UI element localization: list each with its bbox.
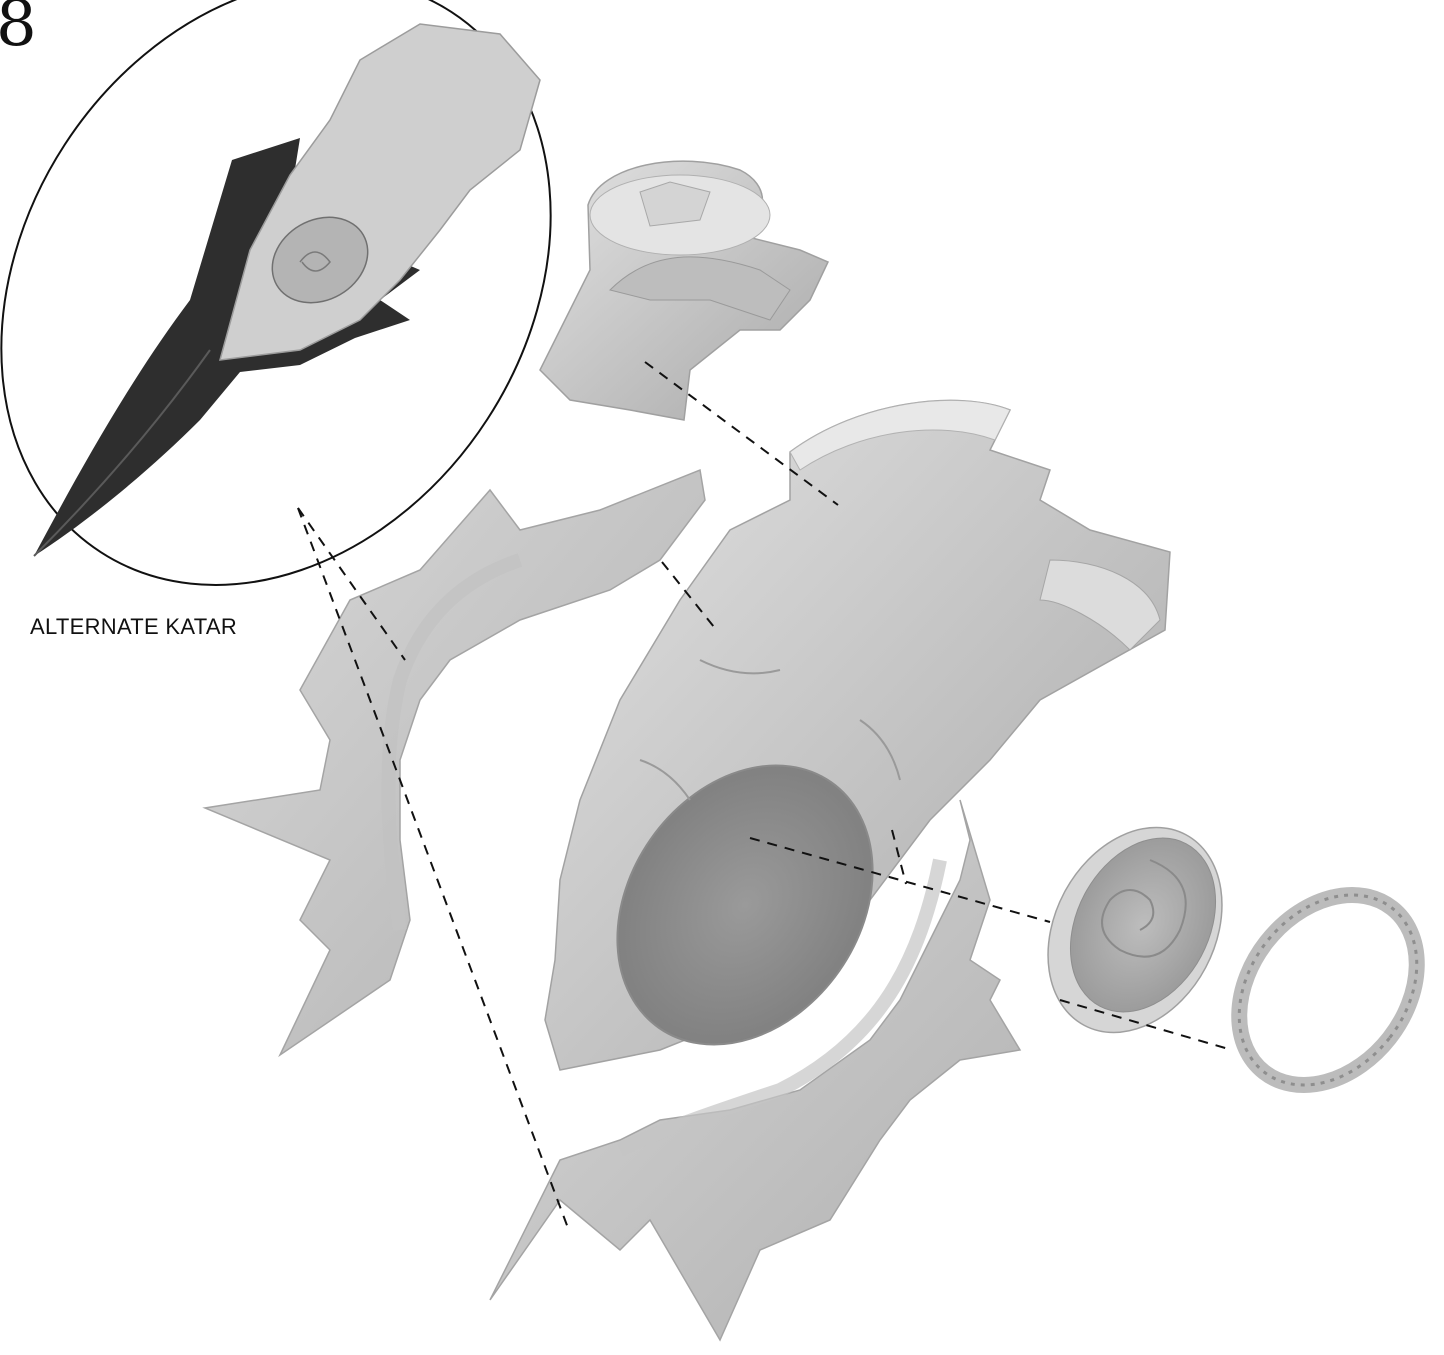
teeth-ring-part — [1203, 860, 1444, 1120]
step-number: 8 — [0, 0, 37, 56]
swirl-disc-part — [1014, 797, 1257, 1063]
top-cap-part — [540, 161, 828, 420]
alternate-katar-label: ALTERNATE KATAR — [30, 614, 237, 640]
